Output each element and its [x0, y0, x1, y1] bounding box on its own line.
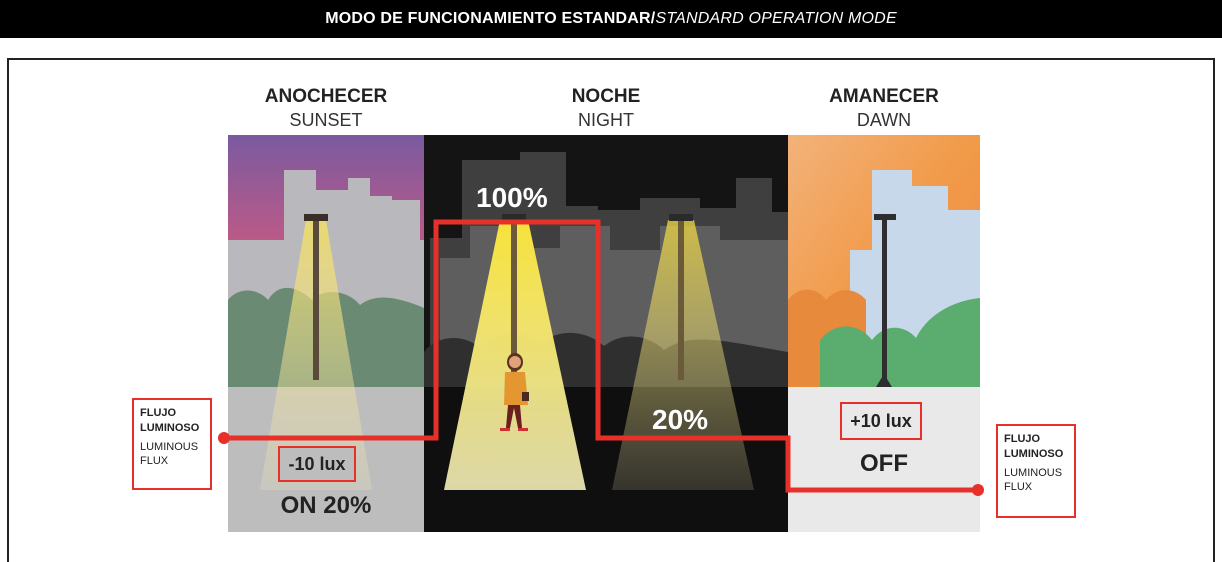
- flux-left-en-1: LUMINOUS: [140, 441, 199, 453]
- sunset-lamp-head: [304, 214, 328, 221]
- night-title: NOCHE NIGHT: [508, 86, 704, 131]
- sunset-lamp-pole: [313, 220, 319, 380]
- night-lamp-pole-2: [678, 220, 684, 380]
- flux-label-right: FLUJO LUMINOSO LUMINOUS FLUX: [996, 424, 1076, 518]
- sunset-lux-box: -10 lux: [278, 446, 356, 482]
- dawn-title-en: DAWN: [856, 110, 912, 130]
- dawn-panel: [788, 135, 980, 532]
- night-panel: [424, 135, 788, 532]
- dawn-lamp-head: [874, 214, 896, 220]
- flux-left-en-2: FLUX: [140, 455, 169, 467]
- night-lamp-pole-1: [511, 220, 517, 380]
- flux-line-end-dot: [972, 484, 984, 496]
- night-lamp-head-1: [502, 214, 526, 221]
- sunset-title: ANOCHECER SUNSET: [228, 86, 424, 131]
- header-bar: MODO DE FUNCIONAMIENTO ESTANDAR/STANDARD…: [0, 0, 1222, 38]
- header-title-en: STANDARD OPERATION MODE: [655, 10, 897, 27]
- dawn-lamp-pole: [882, 220, 887, 380]
- sunset-title-en: SUNSET: [289, 110, 363, 130]
- flux-right-en-1: LUMINOUS: [1004, 467, 1063, 479]
- dawn-title-es: AMANECER: [829, 86, 939, 107]
- flux-right-es-2: LUMINOSO: [1004, 448, 1064, 460]
- night-title-en: NIGHT: [578, 110, 634, 130]
- dawn-status: OFF: [860, 450, 908, 477]
- dawn-lux-box: +10 lux: [840, 402, 922, 440]
- dawn-bushes: [820, 298, 980, 387]
- flux-right-es-1: FLUJO: [1004, 433, 1041, 445]
- night-title-es: NOCHE: [571, 86, 641, 107]
- flux-left-es-2: LUMINOSO: [140, 422, 200, 434]
- flux-left-es-1: FLUJO: [140, 407, 177, 419]
- flux-line-start-dot: [218, 432, 230, 444]
- header-title-es: MODO DE FUNCIONAMIENTO ESTANDAR/: [325, 10, 656, 27]
- diagram-frame: [7, 58, 1215, 562]
- flux-right-en-2: FLUX: [1004, 481, 1033, 493]
- flux-label-left: FLUJO LUMINOSO LUMINOUS FLUX: [132, 398, 212, 490]
- sunset-title-es: ANOCHECER: [264, 86, 388, 107]
- pedestrian-figure: [500, 353, 529, 431]
- night-level-dim: 20%: [652, 404, 709, 435]
- night-lamp-head-2: [669, 214, 693, 221]
- sunset-status: ON 20%: [280, 492, 372, 519]
- dawn-title: AMANECER DAWN: [786, 86, 982, 131]
- flux-line: [218, 219, 984, 496]
- night-level-full: 100%: [476, 182, 548, 213]
